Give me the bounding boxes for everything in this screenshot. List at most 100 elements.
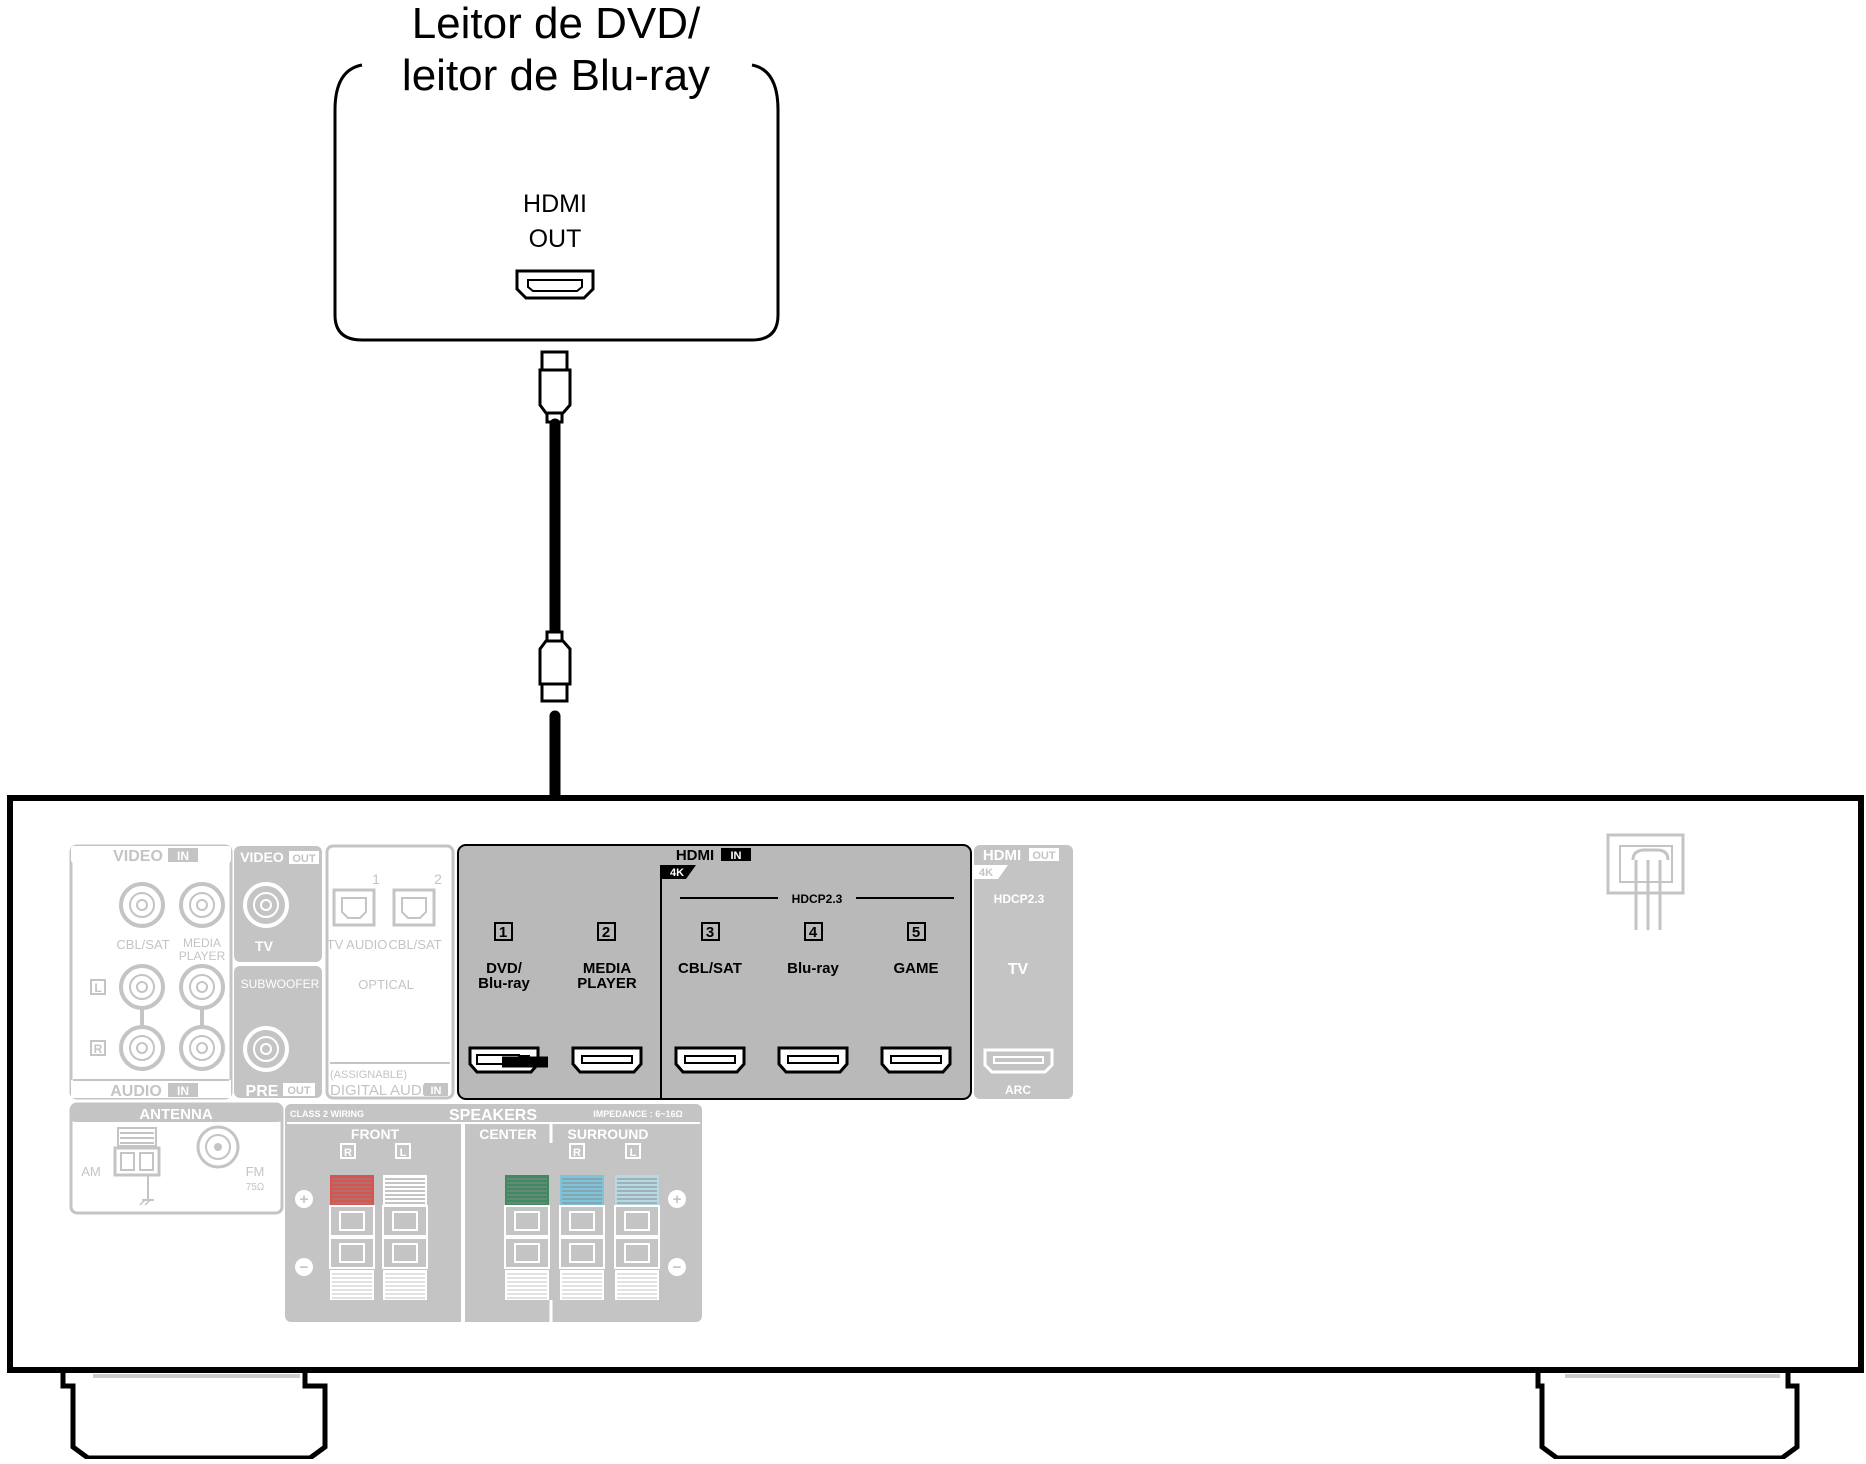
- hdmi-out-hdcp: HDCP2.3: [994, 892, 1045, 906]
- audio-ch-right: R: [94, 1042, 103, 1056]
- speakers-block: CLASS 2 WIRING SPEAKERS IMPEDANCE : 6~16…: [285, 1104, 702, 1322]
- power-cord-outlet-icon: [1606, 833, 1685, 930]
- optical-label-cbl-sat: CBL/SAT: [388, 937, 441, 952]
- source-hdmi-out-port[interactable]: [515, 269, 595, 300]
- optical-num-2: 2: [434, 871, 442, 887]
- hdmi-in-4k-badge: 4K: [670, 867, 684, 879]
- speaker-terminal-surround-l[interactable]: [614, 1175, 660, 1300]
- hdmi-out-tag: OUT: [1032, 850, 1056, 862]
- hdmi-in-header: HDMI: [676, 847, 714, 864]
- fm-label: FM: [246, 1164, 265, 1179]
- hdmi-out-port-tv[interactable]: [983, 1048, 1054, 1074]
- fm-impedance: 75Ω: [246, 1182, 265, 1193]
- speaker-terminal-surround-r[interactable]: [559, 1175, 605, 1300]
- source-device: Leitor de DVD/ leitor de Blu-ray HDMI OU…: [333, 0, 780, 342]
- hdmi-in-port-2[interactable]: 2 MEDIA PLAYER: [571, 922, 643, 1074]
- speaker-terminals: [329, 1175, 660, 1300]
- pre-out-header: PRE: [246, 1083, 279, 1100]
- cable-plug-top: [538, 350, 572, 424]
- hdmi-in-label-3: CBL/SAT: [678, 960, 742, 977]
- hdmi-in-num-5: 5: [912, 924, 920, 941]
- rca-jack-media-audio-r[interactable]: [179, 1025, 225, 1071]
- pre-out-label-subwoofer: SUBWOOFER: [241, 977, 320, 991]
- audio-in-header: AUDIO: [110, 1083, 162, 1100]
- hdmi-in-port-4[interactable]: 4 Blu-ray: [777, 922, 849, 1074]
- hdmi-in-label-5: GAME: [894, 960, 939, 977]
- video-out-tag: OUT: [292, 853, 316, 865]
- hdmi-in-num-2: 2: [602, 924, 610, 941]
- hdmi-in-label-2b: PLAYER: [577, 975, 637, 992]
- speaker-minus-left: −: [300, 1259, 309, 1276]
- optical-num-1: 1: [372, 871, 380, 887]
- speaker-surround-l: L: [630, 1147, 637, 1159]
- hdmi-out-block: HDMI OUT 4K HDCP2.3 TV ARC: [974, 845, 1073, 1099]
- rca-jack-media-video[interactable]: [179, 882, 225, 928]
- speaker-plus-left: +: [300, 1191, 309, 1208]
- video-pre-out-block: VIDEO OUT TV SUBWOOFER PRE OUT: [234, 846, 322, 1100]
- source-device-box: [333, 63, 780, 342]
- video-audio-in-block: VIDEO IN CBL/SAT MEDIA PLAYER L R AUDIO …: [69, 844, 233, 1100]
- speaker-minus-right: −: [673, 1259, 682, 1276]
- source-device-title-line1: Leitor de DVD/: [412, 0, 701, 48]
- hdmi-out-label-tv: TV: [1008, 961, 1029, 978]
- cable-plug-inserted: [476, 1054, 548, 1068]
- optical-label-tv-audio: TV AUDIO: [327, 937, 388, 952]
- video-in-header: VIDEO: [113, 848, 163, 865]
- rca-jack-cbl-audio-r[interactable]: [119, 1025, 165, 1071]
- hdmi-in-num-4: 4: [809, 924, 818, 941]
- digital-audio-tag: IN: [431, 1085, 442, 1097]
- fm-antenna-jack[interactable]: [196, 1125, 240, 1169]
- speaker-front-label: FRONT: [351, 1126, 400, 1142]
- hdmi-out-4k-badge: 4K: [979, 867, 993, 879]
- speaker-front-r: R: [344, 1147, 352, 1159]
- rca-jack-video-out-tv[interactable]: [243, 882, 289, 928]
- speaker-terminal-center[interactable]: [504, 1175, 550, 1300]
- speakers-header: SPEAKERS: [449, 1107, 537, 1124]
- rca-jack-cbl-video[interactable]: [119, 882, 165, 928]
- video-in-label-player: PLAYER: [179, 949, 226, 963]
- video-in-tag: IN: [177, 849, 189, 863]
- hdmi-in-tag: IN: [731, 850, 742, 862]
- am-label: AM: [81, 1164, 101, 1179]
- speakers-wiring: CLASS 2 WIRING: [290, 1109, 364, 1119]
- cable-plug-middle: [538, 630, 572, 703]
- antenna-header: ANTENNA: [139, 1106, 212, 1123]
- speaker-terminal-front-r[interactable]: [329, 1175, 375, 1300]
- video-in-label-cbl: CBL/SAT: [116, 937, 169, 952]
- hdmi-in-num-3: 3: [706, 924, 714, 941]
- am-antenna-terminal[interactable]: [113, 1127, 161, 1206]
- hdmi-out-header: HDMI: [983, 847, 1021, 864]
- speakers-impedance: IMPEDANCE : 6~16Ω: [593, 1109, 683, 1119]
- hdmi-in-label-1a: DVD/: [486, 960, 523, 977]
- receiver-foot-right: [1535, 1373, 1800, 1461]
- video-out-label-tv: TV: [255, 938, 274, 954]
- hdmi-in-num-1: 1: [499, 924, 507, 941]
- optical-jack-tv-audio[interactable]: [332, 888, 376, 927]
- receiver: VIDEO IN CBL/SAT MEDIA PLAYER L R AUDIO …: [7, 795, 1864, 1461]
- speaker-plus-right: +: [673, 1191, 682, 1208]
- hdmi-in-port-3[interactable]: 3 CBL/SAT: [674, 922, 746, 1074]
- optical-type-label: OPTICAL: [358, 977, 414, 992]
- digital-audio-header: DIGITAL AUDIO: [330, 1082, 438, 1099]
- receiver-foot-left: [60, 1373, 328, 1461]
- hdmi-in-port-5[interactable]: 5 GAME: [880, 922, 952, 1074]
- digital-audio-note: (ASSIGNABLE): [330, 1069, 407, 1081]
- hdmi-out-arc: ARC: [1005, 1083, 1031, 1097]
- source-hdmi-label-line1: HDMI: [523, 190, 587, 218]
- hdmi-in-label-2a: MEDIA: [583, 960, 632, 977]
- antenna-block: ANTENNA AM FM 75Ω: [69, 1102, 284, 1215]
- hdmi-in-label-1b: Blu-ray: [478, 975, 530, 992]
- hdmi-in-hdcp: HDCP2.3: [792, 892, 843, 906]
- source-hdmi-label-line2: OUT: [529, 225, 582, 253]
- source-device-title-line2: leitor de Blu-ray: [402, 51, 710, 100]
- optical-jack-cbl-sat[interactable]: [392, 888, 436, 927]
- speaker-surround-label: SURROUND: [568, 1126, 649, 1142]
- audio-in-tag: IN: [177, 1084, 189, 1098]
- speaker-terminal-front-l[interactable]: [382, 1175, 428, 1300]
- rca-jack-subwoofer[interactable]: [243, 1026, 289, 1072]
- hdmi-in-block: HDMI IN 4K HDCP2.3 1 DVD/ Blu-ray 2 MEDI…: [457, 844, 972, 1100]
- pre-out-tag: OUT: [287, 1085, 311, 1097]
- video-in-label-media: MEDIA: [183, 936, 221, 950]
- digital-audio-block: 1 2 TV AUDIO CBL/SAT OPTICAL (ASSIGNABLE…: [325, 844, 455, 1100]
- speaker-surround-r: R: [573, 1147, 581, 1159]
